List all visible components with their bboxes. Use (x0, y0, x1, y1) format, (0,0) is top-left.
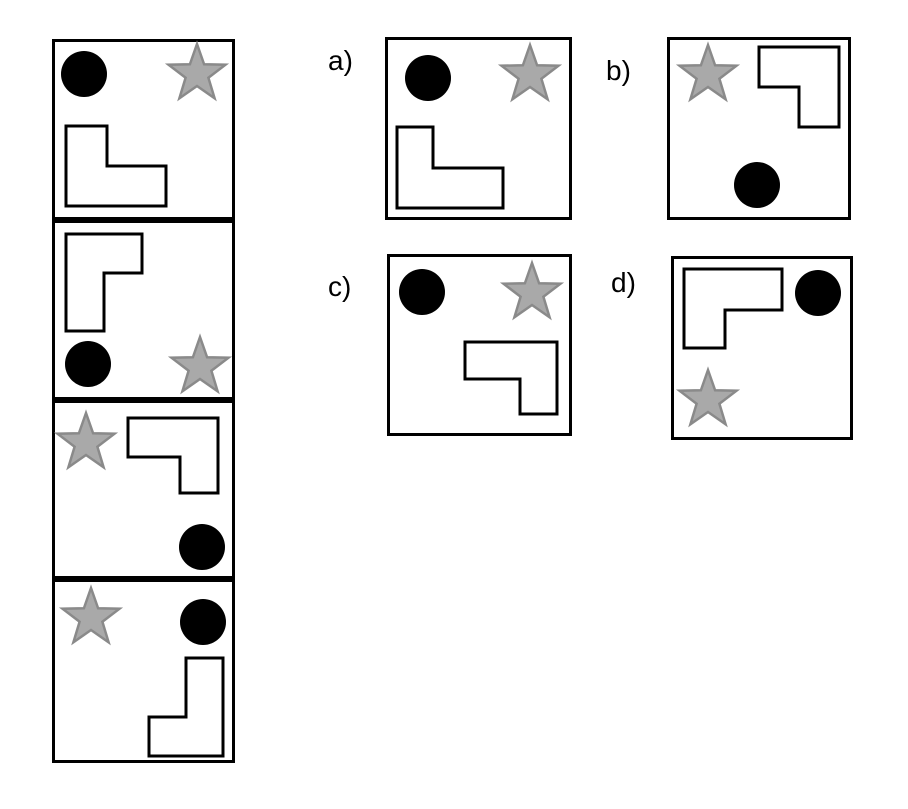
circle-shape (180, 599, 226, 645)
circle-shape (734, 162, 780, 208)
star-shape (675, 366, 741, 428)
option-box-a[interactable] (385, 37, 572, 220)
option-box-d[interactable] (671, 256, 853, 440)
star-shape (499, 259, 565, 321)
star-shape (675, 41, 741, 103)
circle-shape (795, 270, 841, 316)
option-box-c[interactable] (387, 254, 572, 436)
sequence-panel-4 (52, 579, 235, 763)
star-shape (164, 40, 230, 102)
option-box-b[interactable] (667, 37, 851, 220)
l-shape (682, 267, 784, 350)
star-shape (167, 333, 233, 395)
star-shape (53, 409, 119, 471)
circle-shape (179, 524, 225, 570)
option-label-a: a) (328, 45, 353, 76)
option-label-b: b) (606, 55, 631, 86)
circle-shape (61, 51, 107, 97)
sequence-panel-3 (52, 400, 235, 579)
l-shape (395, 125, 505, 210)
l-shape (463, 340, 559, 416)
l-shape (126, 416, 220, 495)
option-label-d: d) (611, 267, 636, 298)
sequence-panel-1 (52, 39, 235, 220)
star-shape (58, 584, 124, 646)
option-label-c: c) (328, 271, 352, 302)
l-shape (64, 232, 144, 333)
circle-shape (405, 55, 451, 101)
sequence-panel-2 (52, 220, 235, 400)
l-shape (757, 45, 841, 129)
l-shape (147, 656, 225, 758)
l-shape (64, 124, 168, 208)
circle-shape (399, 269, 445, 315)
circle-shape (65, 341, 111, 387)
star-shape (497, 41, 563, 103)
